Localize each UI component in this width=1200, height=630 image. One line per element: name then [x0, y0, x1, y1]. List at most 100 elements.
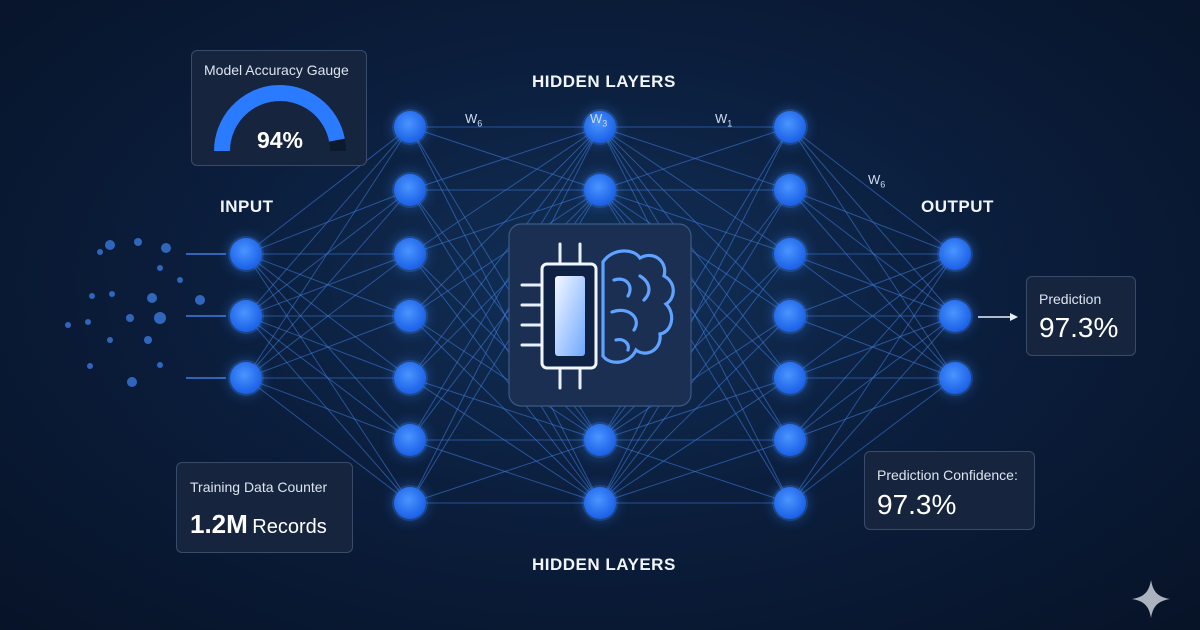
network-node: [230, 238, 262, 270]
data-particle: [65, 322, 71, 328]
network-node: [774, 238, 806, 270]
connection-edge: [789, 253, 956, 317]
connection-edge: [599, 126, 791, 504]
data-particle: [157, 265, 163, 271]
connection-edge: [789, 315, 956, 504]
data-particle: [126, 314, 134, 322]
connection-edge: [245, 377, 411, 504]
connection-edge: [789, 189, 956, 255]
connection-edge: [409, 439, 601, 504]
training-counter-card: Training Data Counter 1.2M Records: [176, 462, 353, 553]
connection-edge: [409, 126, 601, 379]
connection-edge: [245, 189, 411, 379]
connection-edge: [789, 253, 956, 504]
confidence-title: Prediction Confidence:: [877, 467, 1018, 483]
network-node: [394, 238, 426, 270]
network-node: [774, 111, 806, 143]
connection-edge: [409, 126, 601, 317]
weight-label: W6: [465, 111, 483, 129]
data-particle: [144, 336, 152, 344]
data-particle: [87, 363, 93, 369]
connection-edge: [245, 315, 411, 379]
data-particle: [177, 277, 183, 283]
connection-edge: [245, 253, 411, 379]
network-node: [939, 300, 971, 332]
connection-edge: [789, 126, 956, 255]
prediction-card: Prediction 97.3%: [1026, 276, 1136, 356]
data-particle: [97, 249, 103, 255]
data-particle: [157, 362, 163, 368]
input-particles: [65, 238, 205, 387]
connection-edge: [245, 126, 411, 255]
network-node: [584, 487, 616, 519]
data-particle: [109, 291, 115, 297]
connection-edge: [789, 253, 956, 441]
network-node: [230, 300, 262, 332]
prediction-title: Prediction: [1039, 291, 1102, 307]
network-node: [939, 238, 971, 270]
confidence-card: Prediction Confidence: 97.3%: [864, 451, 1035, 530]
hidden-layers-bottom-label: HIDDEN LAYERS: [532, 555, 676, 574]
network-node: [584, 424, 616, 456]
network-node: [394, 300, 426, 332]
weight-label: W6: [868, 172, 886, 190]
accuracy-gauge-value: 94%: [256, 127, 304, 153]
connection-edge: [409, 126, 601, 255]
connection-edge: [245, 126, 411, 317]
connection-edge: [599, 189, 791, 255]
accuracy-gauge: [214, 85, 346, 152]
network-node: [774, 487, 806, 519]
input-label: INPUT: [220, 197, 274, 216]
sparkle-icon: [1132, 580, 1170, 618]
weight-label: W1: [715, 111, 733, 129]
network-node: [230, 362, 262, 394]
network-node: [394, 487, 426, 519]
prediction-value: 97.3%: [1039, 312, 1119, 343]
connection-edge: [599, 377, 791, 504]
training-counter-value: 1.2M Records: [190, 509, 327, 539]
connection-edge: [599, 439, 791, 504]
network-node: [394, 174, 426, 206]
network-node: [394, 362, 426, 394]
data-particle: [85, 319, 91, 325]
data-particle: [161, 243, 171, 253]
connection-edge: [599, 253, 791, 504]
network-node: [584, 111, 616, 143]
output-arrow: [978, 313, 1018, 321]
weight-label: W3: [590, 111, 608, 129]
connection-edge: [599, 315, 791, 504]
connection-edge: [599, 126, 791, 191]
data-particle: [147, 293, 157, 303]
connection-edge: [245, 253, 411, 317]
confidence-value: 97.3%: [877, 489, 957, 520]
connection-edge: [245, 126, 411, 379]
accuracy-gauge-card: Model Accuracy Gauge 94%: [191, 50, 367, 166]
network-node: [774, 300, 806, 332]
connection-edge: [789, 377, 956, 504]
network-nodes: [228, 109, 973, 521]
network-node: [394, 111, 426, 143]
accuracy-gauge-title: Model Accuracy Gauge: [204, 62, 349, 78]
network-node: [939, 362, 971, 394]
network-node: [584, 174, 616, 206]
connection-edge: [409, 126, 601, 504]
connection-edge: [409, 126, 601, 191]
connection-edge: [245, 377, 411, 441]
connection-edge: [789, 253, 956, 379]
network-node: [394, 424, 426, 456]
data-particle: [127, 377, 137, 387]
connection-edge: [789, 189, 956, 379]
network-node: [774, 424, 806, 456]
training-counter-title: Training Data Counter: [190, 479, 328, 495]
hidden-layers-top-label: HIDDEN LAYERS: [532, 72, 676, 91]
connection-edge: [409, 126, 601, 441]
data-particle: [107, 337, 113, 343]
output-label: OUTPUT: [921, 197, 994, 216]
network-node: [774, 362, 806, 394]
data-particle: [89, 293, 95, 299]
connection-edge: [599, 189, 791, 504]
data-particle: [134, 238, 142, 246]
chip-brain-icon: [508, 223, 692, 407]
data-particle: [195, 295, 205, 305]
